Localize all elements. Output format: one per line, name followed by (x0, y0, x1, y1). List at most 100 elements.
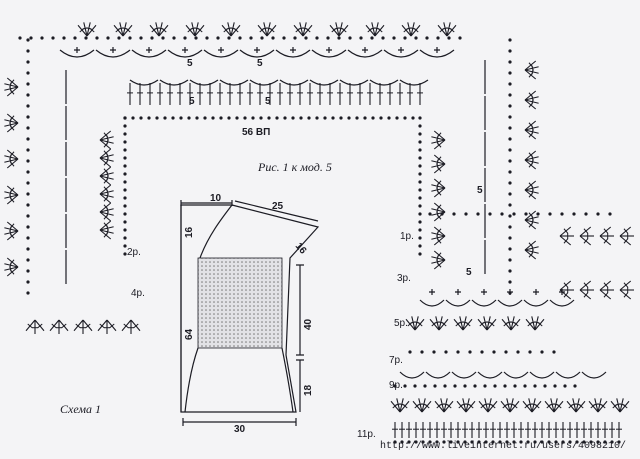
treble-stitch-568 (433, 235, 446, 246)
chain-stitch-460 (508, 148, 512, 152)
treble-stitch-756 (412, 400, 423, 413)
chain-stitch-587 (464, 212, 468, 216)
chain-stitch-462 (508, 170, 512, 174)
chain-stitch-1 (29, 36, 33, 40)
treble-stitch-400 (99, 193, 114, 198)
treble-stitch-548 (431, 160, 446, 165)
stitch-bar-611 (583, 238, 589, 244)
chain-stitch-9 (117, 36, 121, 40)
treble-stitch-392 (99, 175, 114, 180)
chain-stitch-266 (123, 180, 127, 184)
stitch-bar-487 (528, 72, 534, 78)
chain-stitch-312 (26, 236, 30, 240)
treble-stitch-360 (4, 227, 19, 232)
stitch-bar-619 (623, 228, 629, 234)
chain-stitch-282 (418, 164, 422, 168)
chain-stitch-16 (194, 36, 198, 40)
dim-armhole-depth: 16 (184, 226, 195, 238)
treble-stitch-87 (185, 24, 196, 37)
treble-stitch-143 (437, 24, 448, 37)
treble-stitch-660 (405, 318, 416, 331)
chain-stitch-315 (26, 269, 30, 273)
treble-stitch-752 (399, 398, 404, 413)
chain-stitch-308 (26, 192, 30, 196)
treble-stitch-338 (6, 113, 19, 124)
treble-stitch-406 (99, 208, 114, 213)
chain-stitch-456 (508, 104, 512, 108)
chain-stitch-244 (307, 116, 311, 120)
treble-stitch-572 (431, 232, 446, 237)
treble-stitch-556 (431, 184, 446, 189)
treble-stitch-768 (443, 398, 448, 413)
treble-stitch-408 (99, 211, 114, 216)
treble-stitch-376 (99, 139, 114, 144)
treble-stitch-81 (155, 22, 160, 37)
chain-stitch-289 (418, 220, 422, 224)
chain-stitch-13 (161, 36, 165, 40)
stitch-bar-601 (563, 228, 569, 234)
chain-stitch-242 (291, 116, 295, 120)
stitch-bar-567 (436, 204, 442, 210)
single-crochet-52 (254, 47, 260, 53)
chain-stitch-708 (408, 350, 412, 354)
row-label-right-11: 11р. (357, 429, 376, 440)
chain-stitch-301 (26, 115, 30, 119)
stitch-bar-371 (9, 259, 15, 265)
row-label-right-3: 3р. (397, 273, 411, 284)
treble-stitch-145 (443, 22, 448, 37)
stitch-bar-607 (583, 228, 589, 234)
chain-stitch-590 (500, 212, 504, 216)
arch-216 (279, 79, 309, 86)
treble-stitch-552 (433, 187, 446, 198)
stitch-bar-437 (75, 323, 81, 329)
treble-stitch-79 (149, 24, 160, 37)
treble-stitch-546 (431, 163, 446, 168)
chain-stitch-275 (123, 252, 127, 256)
chain-label: 56 ВП (242, 127, 270, 138)
chain-stitch-303 (26, 137, 30, 141)
treble-stitch-580 (431, 256, 446, 261)
arch-213 (189, 79, 219, 86)
watermark-url: http://www.liveinternet.ru/users/4098210… (380, 441, 627, 452)
treble-stitch-774 (462, 398, 467, 413)
treble-stitch-418 (99, 229, 112, 240)
stitch-bar-403 (103, 196, 109, 202)
treble-stitch-350 (4, 194, 19, 199)
chain-stitch-290 (418, 228, 422, 232)
treble-stitch-127 (365, 24, 376, 37)
stitch-bar-827 (600, 403, 606, 409)
chain-stitch-589 (488, 212, 492, 216)
chain-stitch-255 (395, 116, 399, 120)
chain-stitch-915 (484, 440, 488, 444)
chain-stitch-280 (418, 148, 422, 152)
dim-total-length: 64 (184, 328, 195, 340)
treble-stitch-334 (4, 122, 19, 127)
stitch-bar-427 (61, 323, 67, 329)
chain-stitch-906 (421, 440, 425, 444)
treble-stitch-67 (86, 22, 91, 37)
treble-stitch-804 (544, 400, 555, 413)
single-crochet-651 (455, 289, 461, 295)
treble-stitch-324 (6, 86, 19, 97)
stitch-bar-787 (490, 403, 496, 409)
single-crochet-653 (481, 289, 487, 295)
chain-stitch-928 (575, 440, 579, 444)
chain-stitch-732 (423, 384, 427, 388)
chain-stitch-450 (508, 38, 512, 42)
stitch-bar-623 (623, 238, 629, 244)
chain-stitch-933 (610, 440, 614, 444)
treble-stitch-129 (371, 22, 376, 37)
stitch-bar-675 (441, 321, 447, 327)
treble-stitch-420 (34, 319, 45, 332)
treble-stitch-135 (401, 24, 412, 37)
chain-stitch-593 (536, 212, 540, 216)
stitch-bar-641 (603, 292, 609, 298)
treble-stitch-582 (433, 250, 446, 261)
chain-stitch-40 (458, 36, 462, 40)
chain-stitch-470 (508, 258, 512, 262)
repeat-mark-6: 5 (466, 267, 472, 278)
treble-stitch-115 (302, 22, 307, 37)
chain-stitch-731 (413, 384, 417, 388)
treble-stitch-398 (99, 190, 114, 195)
chain-stitch-317 (26, 291, 30, 295)
